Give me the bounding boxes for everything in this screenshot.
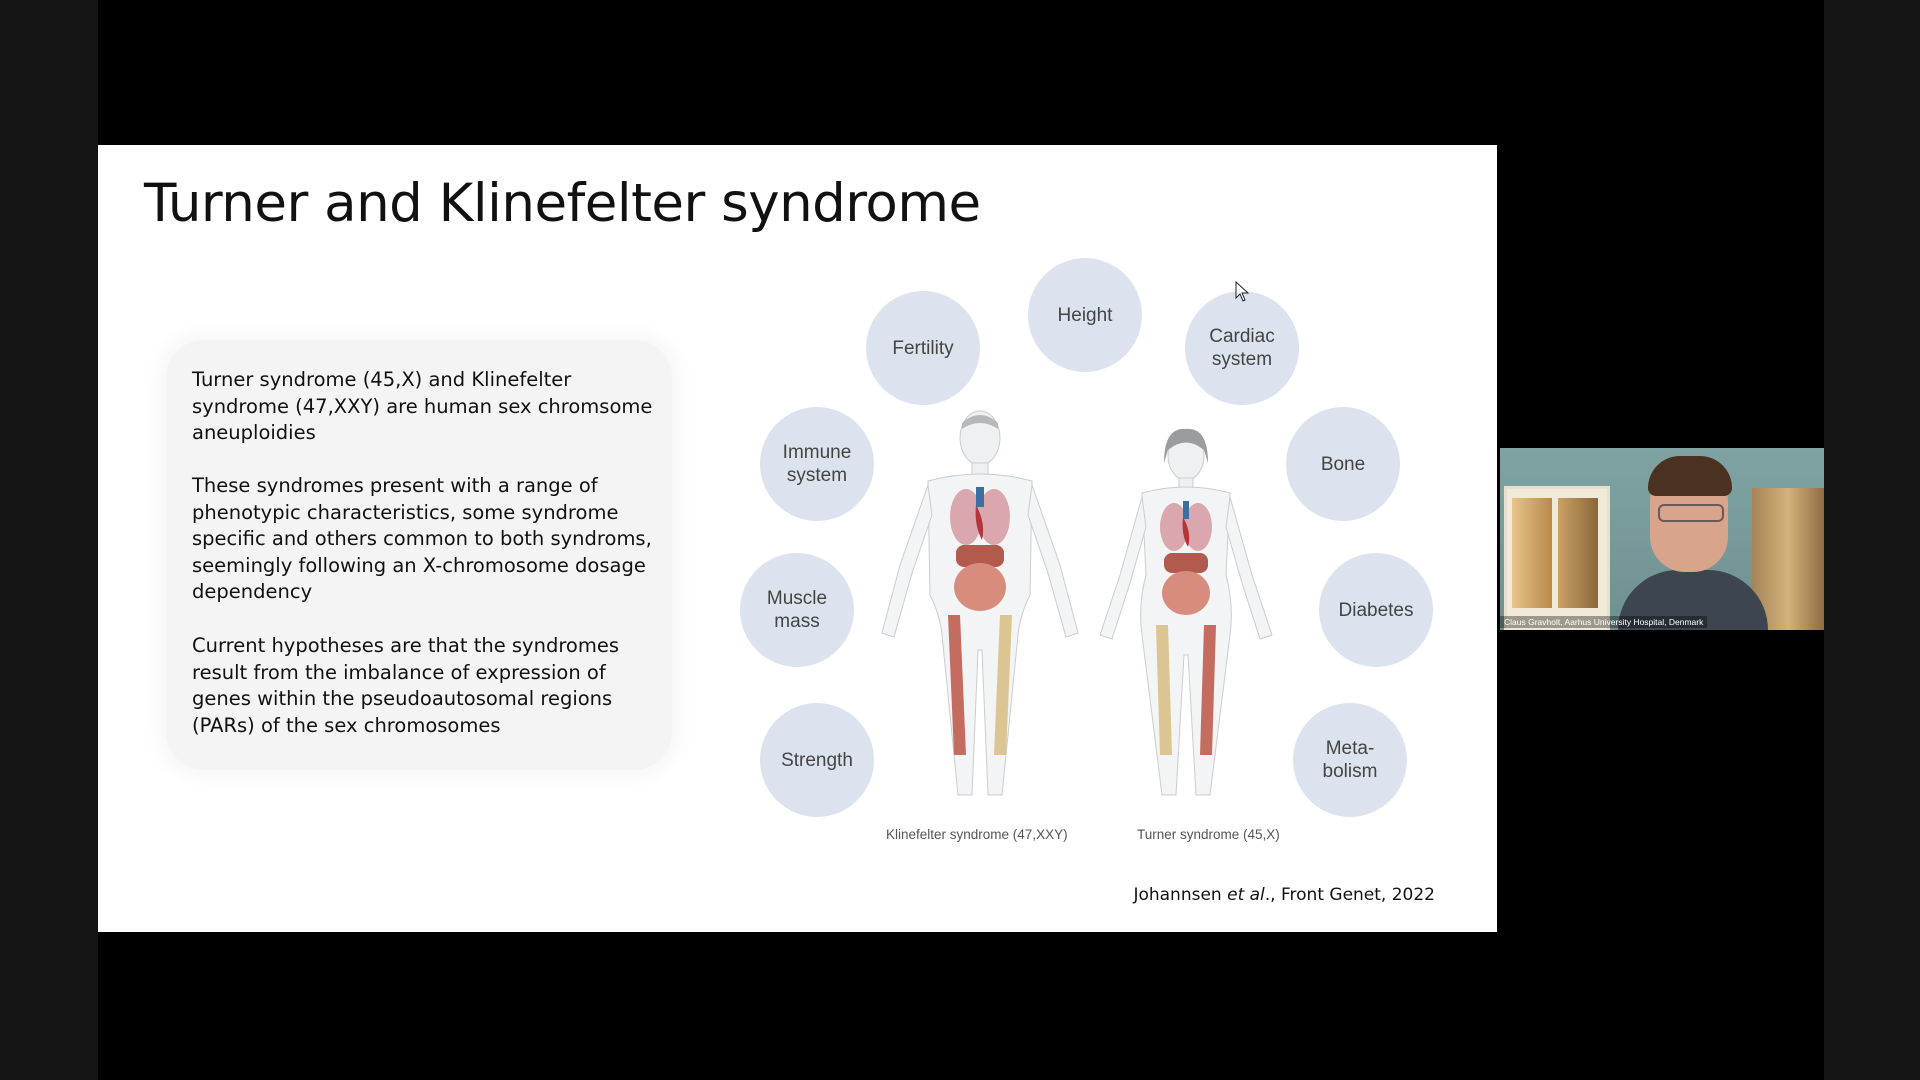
- paragraph-phenotype: These syndromes present with a range of …: [192, 474, 652, 603]
- citation-author: Johannsen: [1133, 885, 1222, 905]
- bubble-diabetes: Diabetes: [1319, 553, 1433, 667]
- paragraph-hypothesis: Current hypotheses are that the syndrome…: [192, 634, 620, 737]
- bubble-height: Height: [1028, 258, 1142, 372]
- presentation-slide: Turner and Klinefelter syndrome Turner s…: [98, 145, 1497, 932]
- paragraph-intro: Turner syndrome (45,X) and Klinefelter s…: [192, 368, 653, 444]
- bubble-immune-system: Immune system: [760, 407, 874, 521]
- participant-name-label: Claus Gravholt, Aarhus University Hospit…: [1500, 616, 1708, 628]
- participant-glasses: [1658, 504, 1724, 522]
- citation-source: ., Front Genet, 2022: [1264, 885, 1435, 905]
- participant-hair: [1648, 456, 1732, 496]
- bubble-bone: Bone: [1286, 407, 1400, 521]
- video-window-light: [1512, 498, 1552, 608]
- video-window-light-2: [1558, 498, 1598, 608]
- left-letterbox: [0, 0, 98, 1080]
- bubble-strength: Strength: [760, 703, 874, 817]
- bubble-muscle-mass: Muscle mass: [740, 553, 854, 667]
- slide-title: Turner and Klinefelter syndrome: [144, 173, 981, 234]
- caption-turner: Turner syndrome (45,X): [1137, 827, 1280, 842]
- participant-video-tile[interactable]: Claus Gravholt, Aarhus University Hospit…: [1500, 448, 1824, 630]
- video-shelf: [1752, 488, 1824, 630]
- mouse-cursor-icon: [1235, 281, 1250, 302]
- right-letterbox: [1824, 0, 1920, 1080]
- female-figure-icon: [1099, 428, 1273, 796]
- citation-etal: et al: [1227, 885, 1265, 905]
- bubble-cardiac-system: Cardiac system: [1185, 291, 1299, 405]
- male-figure-icon: [881, 410, 1079, 796]
- citation: Johannsen et al., Front Genet, 2022: [1133, 885, 1435, 905]
- bubble-metabolism: Meta- bolism: [1293, 703, 1407, 817]
- text-panel: [166, 340, 672, 770]
- bubble-fertility: Fertility: [866, 291, 980, 405]
- caption-klinefelter: Klinefelter syndrome (47,XXY): [886, 827, 1068, 842]
